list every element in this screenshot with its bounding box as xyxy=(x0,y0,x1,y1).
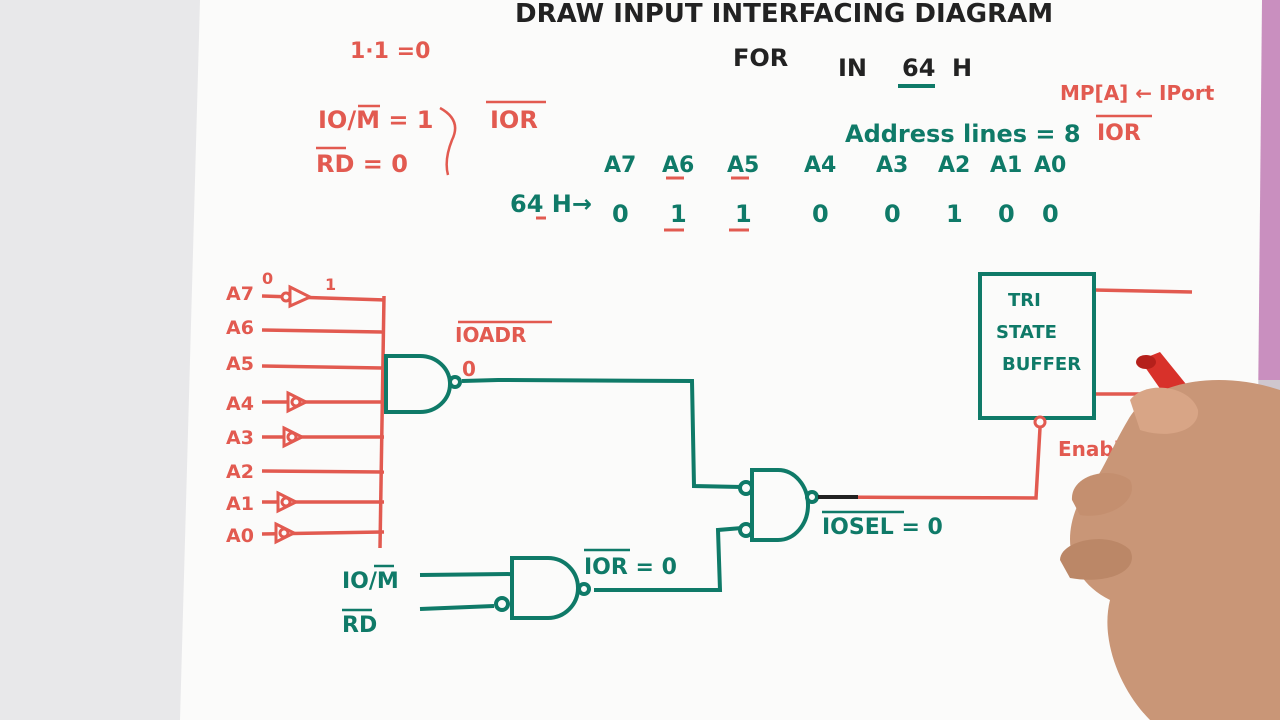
address-line-name: A3 xyxy=(876,153,908,178)
buffer-line1: TRI xyxy=(1008,290,1041,311)
wire-a6 xyxy=(261,328,385,334)
inverter-a4 xyxy=(286,390,310,414)
green-wires xyxy=(419,377,743,611)
ioadr-value: 0 xyxy=(462,357,476,381)
address-row-label: 64 H→ xyxy=(510,190,592,218)
wire-a2 xyxy=(261,469,385,474)
address-columns: A7 0 A6 1 A5 1 A4 0 A3 0 A2 1 A1 0 A0 0 xyxy=(604,153,1066,232)
inverter-a3 xyxy=(282,425,306,449)
ior-label: IOR = 0 xyxy=(584,555,677,580)
title-addr: 64 xyxy=(902,54,935,82)
inverter-a7 xyxy=(280,284,314,309)
brace xyxy=(439,106,457,176)
note-rd-zero: RD = 0 xyxy=(316,150,408,178)
input-label: A7 xyxy=(226,283,254,305)
input-label: A0 xyxy=(226,525,254,547)
note-io-m: IO/M = 1 xyxy=(318,106,434,134)
title-line1: DRAW INPUT INTERFACING DIAGRAM xyxy=(515,0,1053,29)
hand xyxy=(1070,380,1280,720)
io-m-input-label: IO/M xyxy=(342,569,399,594)
input-label: A2 xyxy=(226,461,254,483)
address-line-name: A6 xyxy=(662,153,694,178)
address-line-bit: 1 xyxy=(946,200,963,228)
address-line-bit: 1 xyxy=(735,200,752,228)
a7-out-value: 1 xyxy=(325,275,336,294)
note-one-dot-one: 1·1 =0 xyxy=(350,39,430,64)
address-line-bit: 0 xyxy=(1042,200,1059,228)
buffer-line3: BUFFER xyxy=(1002,354,1081,375)
address-line-name: A4 xyxy=(804,153,836,178)
thumb xyxy=(1130,387,1199,434)
title-for: FOR xyxy=(733,44,788,72)
input-label: A6 xyxy=(226,317,254,339)
address-line-name: A7 xyxy=(604,153,636,178)
wire-io-m xyxy=(419,572,515,577)
wire-ioadr xyxy=(461,377,743,489)
input-label: A4 xyxy=(226,393,254,415)
ioadr-label: IOADR xyxy=(455,323,526,347)
enable-bubble xyxy=(1033,415,1047,429)
note-mp-port: MP[A] ← IPort xyxy=(1060,81,1215,105)
input-label: A3 xyxy=(226,427,254,449)
address-line-name: A2 xyxy=(938,153,970,178)
inverter-a0 xyxy=(274,521,298,545)
wire-rd xyxy=(419,604,495,611)
address-line-bit: 0 xyxy=(812,200,829,228)
tri-state-buffer xyxy=(978,272,1096,420)
address-lines-label: Address lines = 8 xyxy=(845,120,1081,148)
address-line-bit: 0 xyxy=(998,200,1015,228)
rd-input-label: RD xyxy=(342,613,377,638)
nand-gate-ior xyxy=(494,556,591,620)
finger xyxy=(1060,539,1132,580)
wire-a5 xyxy=(261,364,385,370)
address-line-name: A5 xyxy=(727,153,759,178)
left-paper-fold xyxy=(0,0,200,720)
input-label: A5 xyxy=(226,353,254,375)
buffer-line2: STATE xyxy=(996,322,1057,343)
finger2 xyxy=(1071,472,1132,516)
address-line-name: A0 xyxy=(1034,153,1066,178)
red-wires xyxy=(817,288,1193,500)
note-ior-result: IOR xyxy=(490,106,538,134)
title-h: H xyxy=(952,54,972,82)
input-wires xyxy=(261,294,386,549)
note-ior-right: IOR xyxy=(1097,121,1141,146)
title-in: IN xyxy=(838,54,867,82)
inverters xyxy=(274,284,314,545)
address-line-name: A1 xyxy=(990,153,1022,178)
paper-sheet xyxy=(178,0,1262,720)
a7-in-value: 0 xyxy=(262,269,273,288)
input-bus xyxy=(378,295,386,549)
iosel-label: IOSEL = 0 xyxy=(822,515,943,540)
marker-tip xyxy=(1136,355,1156,369)
address-line-bit: 0 xyxy=(612,200,629,228)
wire-ior xyxy=(594,526,743,592)
inverter-a1 xyxy=(276,490,300,514)
address-line-bit: 1 xyxy=(670,200,687,228)
wire-iosel-enable xyxy=(817,427,1042,500)
address-line-bit: 0 xyxy=(884,200,901,228)
nand-gate-iosel xyxy=(738,468,819,542)
input-label: A1 xyxy=(226,493,254,515)
hand-with-marker xyxy=(1060,352,1280,720)
buffer-output-line xyxy=(1093,288,1193,294)
nand-gate-ioadr xyxy=(384,354,462,414)
